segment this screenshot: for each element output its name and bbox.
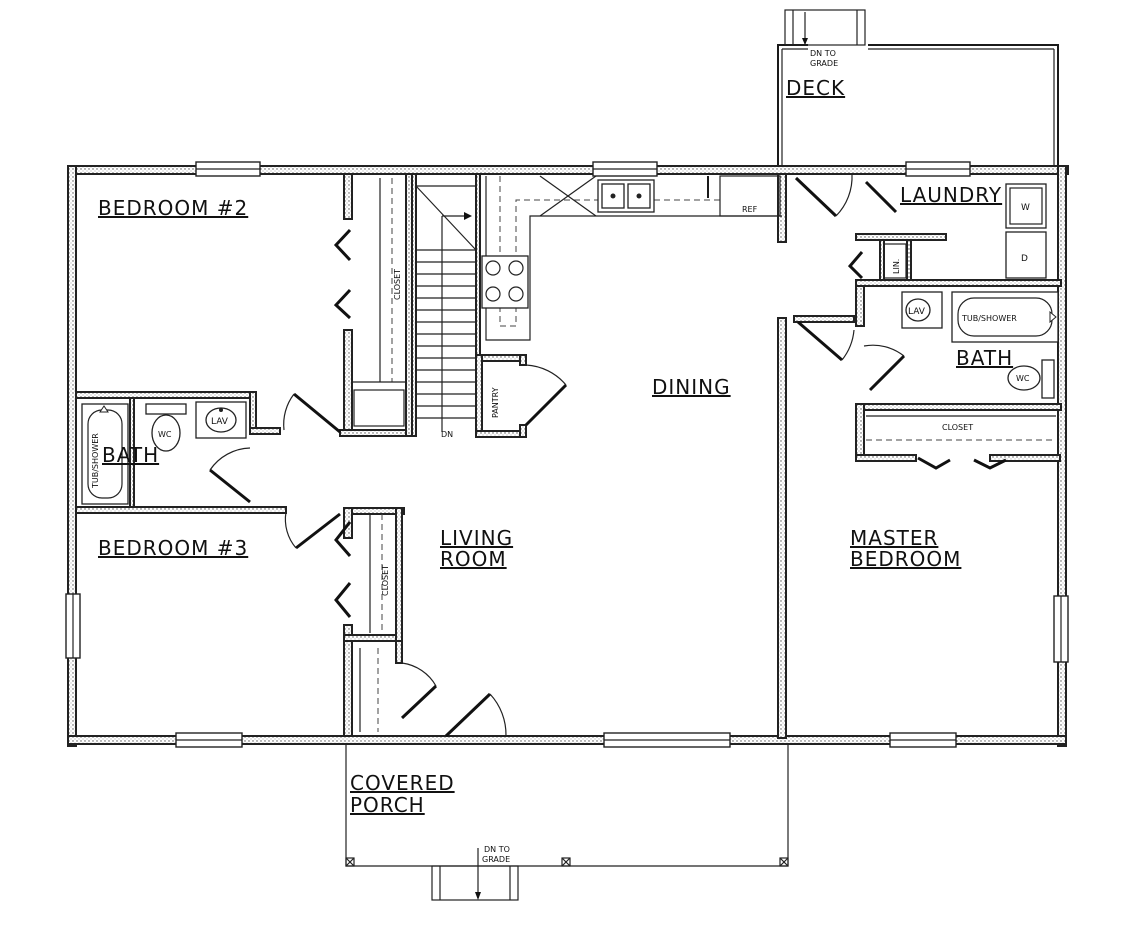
range-icon [481, 255, 529, 309]
closet-bedroom2 [333, 178, 406, 427]
room-labels: BEDROOM #2 BATH BEDROOM #3 LIVING ROOM D… [98, 76, 1013, 817]
right-bath-fixtures [847, 183, 1059, 399]
washer-icon [1005, 183, 1047, 229]
laundry-label: LAUNDRY [900, 183, 1002, 207]
linen-label: LIN. [892, 259, 901, 274]
porch-stairs [431, 848, 519, 901]
pantry-label: PANTRY [491, 387, 500, 418]
closet-bedroom3 [334, 514, 383, 732]
sink-icon [597, 179, 655, 213]
tub-icon [951, 291, 1059, 343]
porch-dn-to-label: DN TO [484, 845, 510, 854]
covered-porch [345, 744, 789, 901]
interior-walls [75, 173, 1062, 739]
bath-left-label: BATH [102, 443, 159, 467]
dryer-label: D [1021, 254, 1028, 264]
washer-label: W [1021, 203, 1030, 213]
bath-right-label: BATH [956, 346, 1013, 370]
exterior-walls [67, 165, 1069, 747]
lav-right-label: LAV [908, 307, 926, 317]
lav-left-label: LAV [211, 417, 229, 427]
porch-grade-label: GRADE [482, 855, 510, 864]
deck-label: DECK [786, 76, 845, 100]
left-bath-fixtures [81, 401, 247, 505]
tub-left-label: TUB/SHOWER [91, 433, 100, 489]
toilet-icon [1007, 359, 1055, 399]
living-label-line1: LIVING [440, 526, 513, 550]
doors [209, 173, 906, 738]
kitchen [481, 175, 782, 341]
porch-label-line1: COVERED [350, 771, 455, 795]
windows [65, 161, 1069, 748]
closet-bedroom3-label: CLOSET [381, 565, 390, 596]
living-label-line2: ROOM [440, 547, 507, 571]
stairs-dn-label: DN [441, 430, 453, 439]
toilet-icon [145, 403, 187, 452]
bedroom2-label: BEDROOM #2 [98, 196, 248, 220]
lavatory-icon [195, 401, 247, 439]
deck-dn-to-label: DN TO [810, 49, 836, 58]
tub-right-label: TUB/SHOWER [961, 314, 1017, 323]
wc-left-label: WC [158, 430, 172, 439]
closet-bedroom2-label: CLOSET [393, 269, 402, 300]
refrigerator-icon [707, 175, 781, 217]
ref-label: REF [742, 205, 758, 214]
dining-label: DINING [652, 375, 731, 399]
stairs [415, 185, 477, 432]
closet-master-label: CLOSET [942, 423, 973, 432]
bedroom3-label: BEDROOM #3 [98, 536, 248, 560]
master-label-line1: MASTER [850, 526, 938, 550]
deck-stairs [784, 9, 866, 46]
dryer-icon [1005, 231, 1047, 279]
porch-label-line2: PORCH [350, 793, 425, 817]
linen-closet [847, 243, 907, 280]
closet-master [866, 415, 1056, 470]
fixture-labels: CLOSET CLOSET CLOSET TUB/SHOWER TUB/SHOW… [91, 49, 1030, 864]
master-label-line2: BEDROOM [850, 547, 961, 571]
deck-grade-label: GRADE [810, 59, 838, 68]
lavatory-icon [901, 291, 943, 329]
wc-right-label: WC [1016, 374, 1030, 383]
tub-icon [81, 403, 129, 505]
deck [777, 9, 1059, 168]
